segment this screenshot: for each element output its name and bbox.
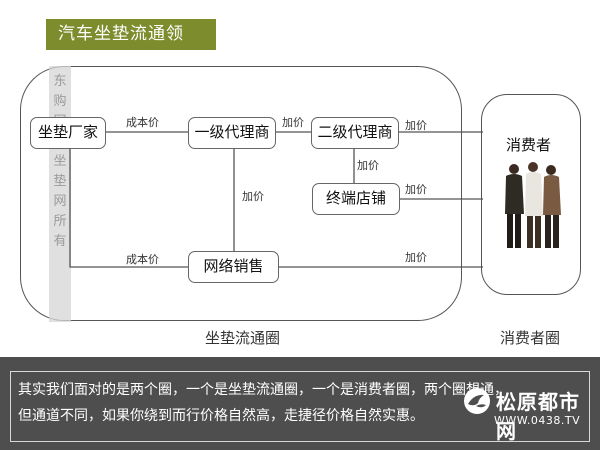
caption-line-1: 其实我们面对的是两个圈，一个是坐垫流通圈，一个是消费者圈，两个圈想通， [18, 382, 508, 398]
label-online-consumer: 加价 [405, 251, 427, 264]
edge-factory-online [69, 148, 188, 268]
consumer-circle [481, 94, 581, 295]
label-level1-level2: 加价 [282, 116, 304, 129]
circulation-circle [20, 66, 462, 321]
watermark-char: 坐 [53, 154, 67, 169]
watermark-char: 有 [53, 234, 67, 249]
caption-bar: 其实我们面对的是两个圈，一个是坐垫流通圈，一个是消费者圈，两个圈想通， 但通道不… [0, 357, 600, 450]
watermark-char: 购 [53, 94, 67, 109]
label-factory-level1: 成本价 [126, 116, 159, 129]
logo-url: WWW.0438.TV [494, 414, 581, 427]
diagram-title: 汽车坐垫流通领域： [46, 19, 216, 75]
level2-agent-node: 二级代理商 [311, 117, 399, 149]
consumers-illustration [505, 162, 561, 248]
consumer-title: 消费者 [506, 136, 552, 154]
logo-name: 松原都市网 [496, 390, 580, 443]
online-sales-node: 网络销售 [188, 251, 279, 283]
site-logo: 松原都市网 WWW.0438.TV [462, 380, 598, 446]
level1-agent-node: 一级代理商 [188, 117, 276, 149]
label-level2-terminal: 加价 [357, 159, 379, 172]
caption-frame [10, 371, 590, 442]
caption-line-2: 但通道不同，如果你绕到而行价格自然高，走捷径价格自然实惠。 [18, 408, 424, 424]
factory-node: 坐垫厂家 [30, 117, 106, 149]
watermark-char: 东 [53, 74, 67, 89]
watermark-text: 东 购 网 归 坐 垫 网 所 有 [49, 72, 71, 252]
label-terminal-consumer: 加价 [405, 183, 427, 196]
label-level2-consumer: 加价 [405, 119, 427, 132]
consumer-circle-label: 消费者圈 [500, 329, 561, 347]
circulation-circle-label: 坐垫流通圈 [205, 329, 281, 347]
terminal-store-node: 终端店铺 [312, 183, 400, 215]
watermark-char: 所 [53, 214, 67, 229]
watermark-char: 网 [53, 194, 67, 209]
label-level1-online: 加价 [242, 190, 264, 203]
label-factory-online: 成本价 [126, 253, 159, 266]
logo-bird-icon [464, 388, 490, 414]
watermark-char: 垫 [53, 174, 67, 189]
